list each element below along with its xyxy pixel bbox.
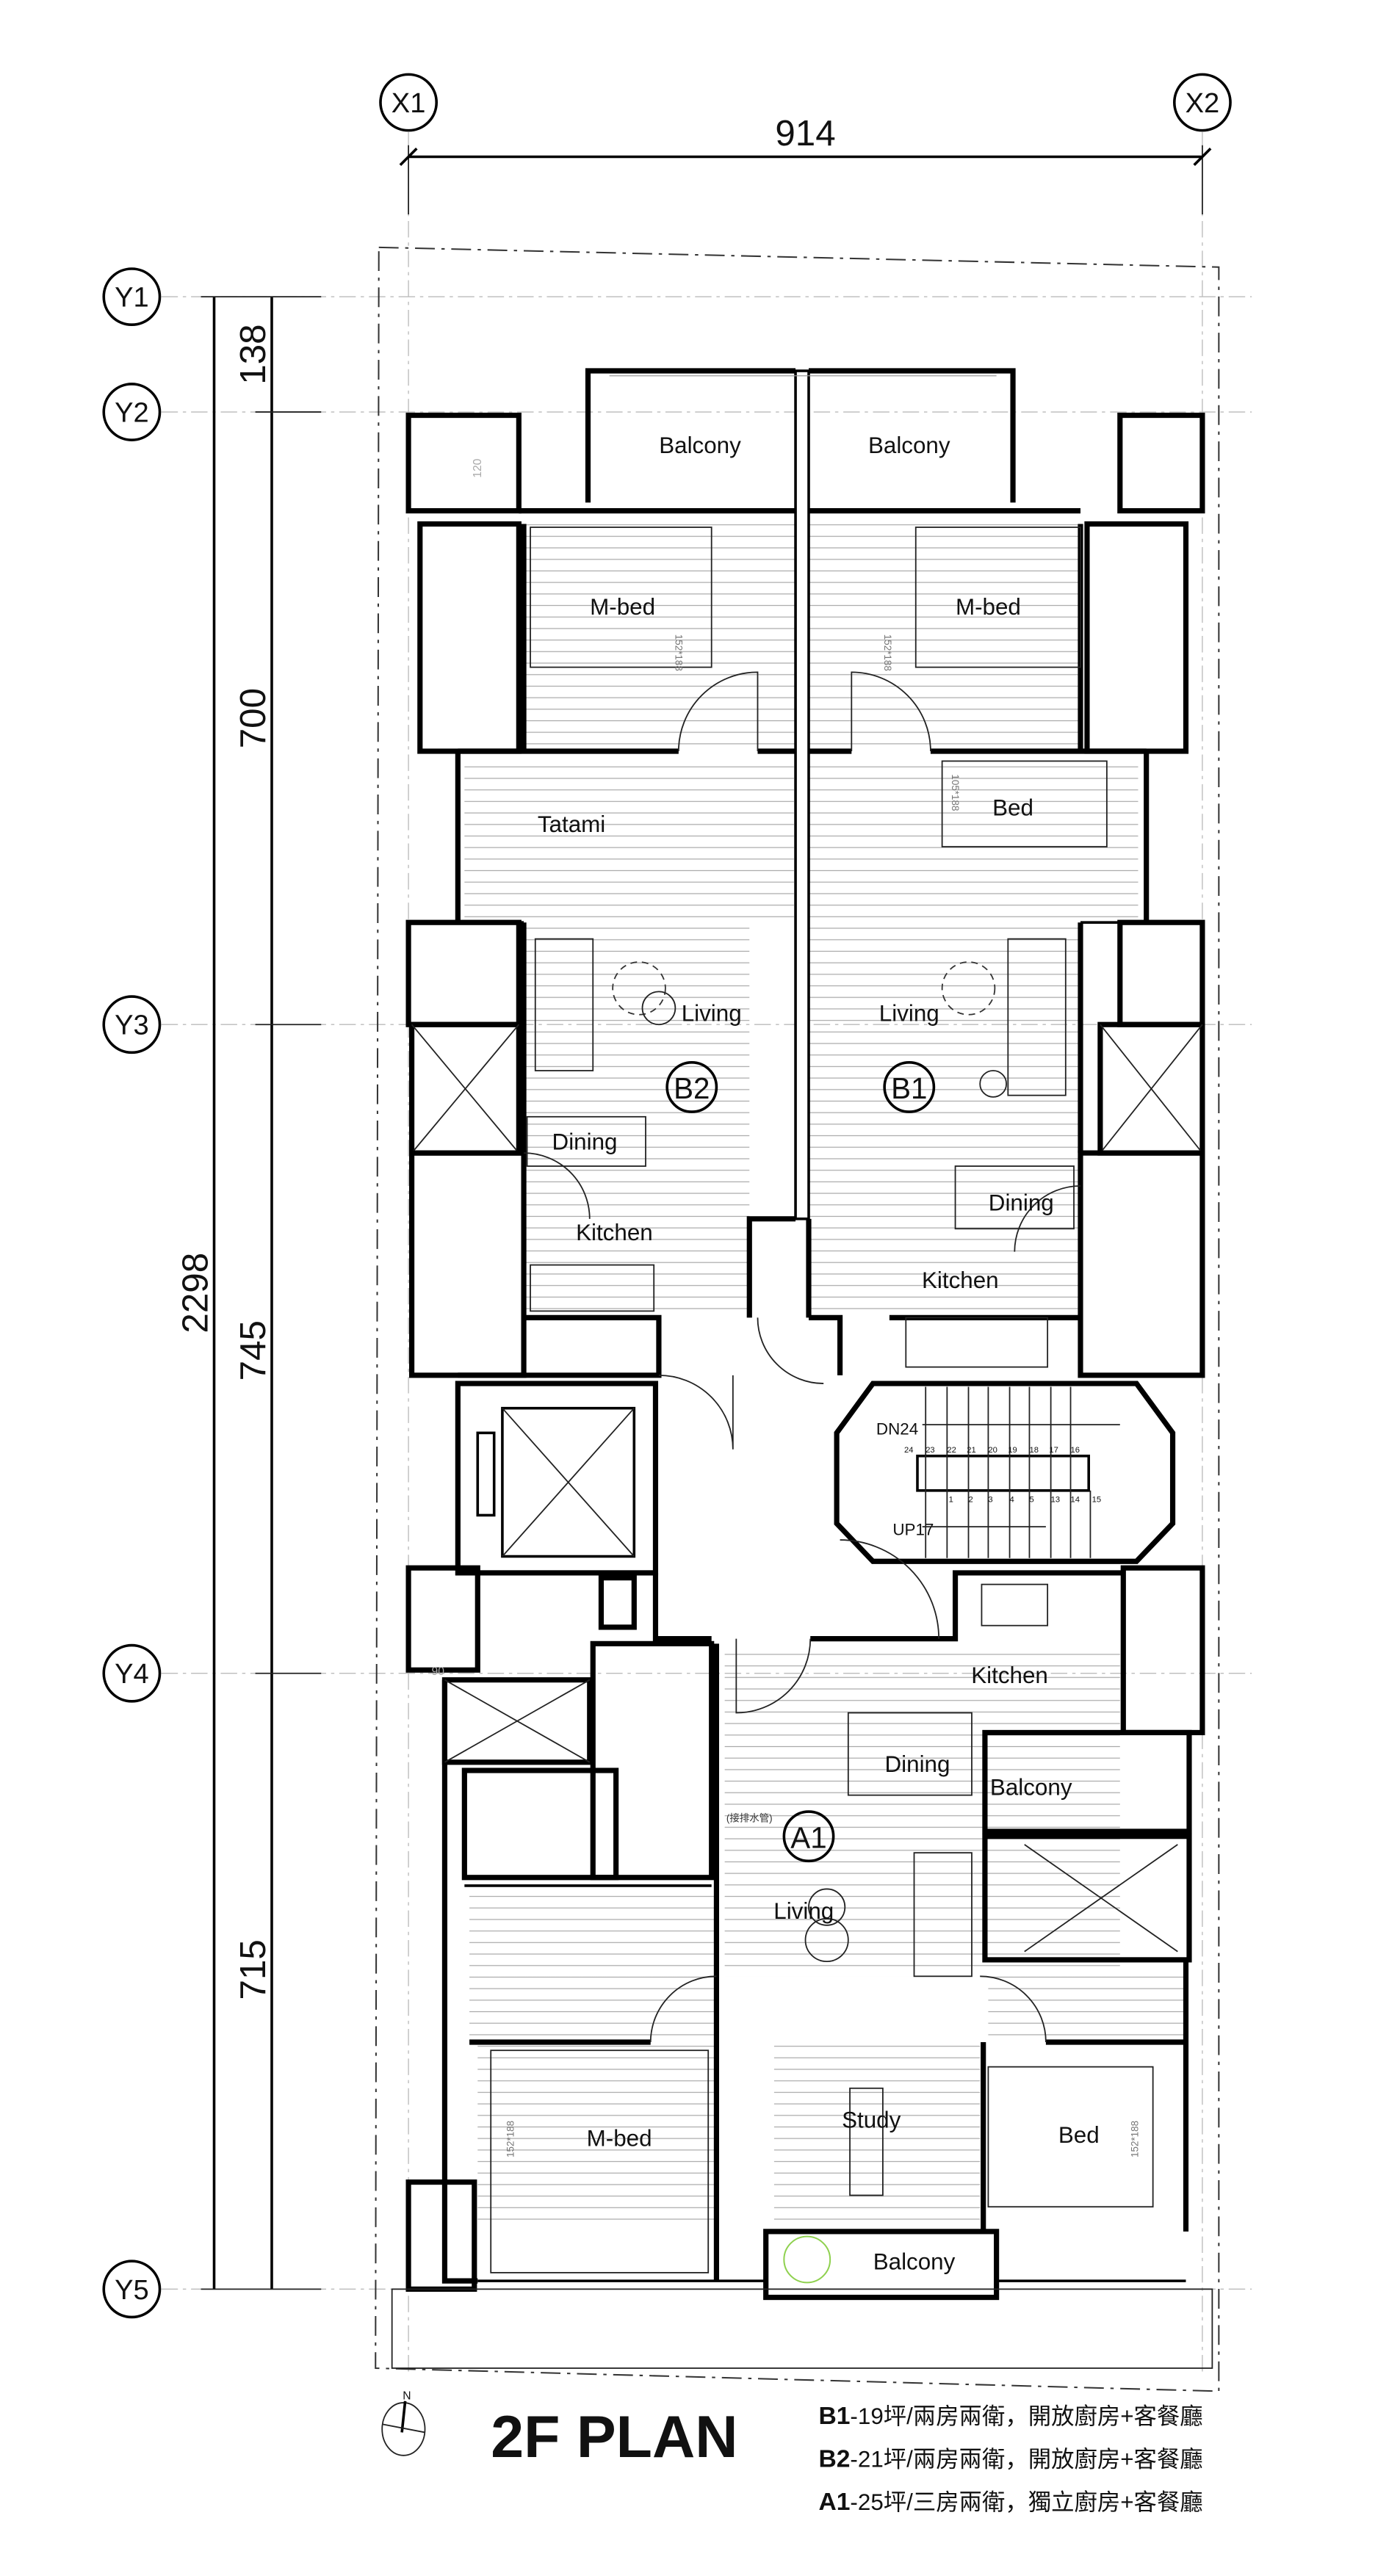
svg-text:22: 22 xyxy=(947,1446,956,1455)
svg-text:1: 1 xyxy=(949,1496,953,1505)
unit-tag-b2: B2 xyxy=(665,1061,718,1113)
dimension-depth: 2298 138 700 745 715 xyxy=(176,296,322,2290)
room-label: M-bed xyxy=(590,594,655,620)
svg-text:X2: X2 xyxy=(1186,87,1220,119)
stair-lower-numbers: 1 2 3 4 5 13 14 15 xyxy=(949,1496,1102,1505)
room-label: Tatami xyxy=(538,811,605,837)
room-label: Dining xyxy=(552,1129,618,1155)
svg-text:152*188: 152*188 xyxy=(882,634,893,671)
grid-bubble-y1: Y1 xyxy=(102,267,162,327)
svg-text:A1: A1 xyxy=(790,1820,826,1854)
north-arrow-icon: N xyxy=(381,2390,426,2456)
svg-text:21: 21 xyxy=(967,1446,975,1455)
room-label: Dining xyxy=(989,1190,1054,1216)
room-label: Living xyxy=(773,1898,834,1924)
stair-labels: DN24 UP17 24 23 22 21 20 19 18 17 16 1 2 3 4 5… xyxy=(876,1420,1120,1538)
site-boundary xyxy=(375,246,1220,2392)
room-label: Balcony xyxy=(868,433,950,458)
svg-text:3: 3 xyxy=(988,1496,992,1505)
svg-text:152*188: 152*188 xyxy=(673,634,684,671)
room-label: Kitchen xyxy=(576,1220,653,1245)
svg-text:24: 24 xyxy=(904,1446,913,1455)
room-label: Bed xyxy=(1058,2122,1100,2148)
room-label: M-bed xyxy=(587,2125,652,2151)
svg-text:Y2: Y2 xyxy=(115,397,149,429)
svg-text:152*188: 152*188 xyxy=(1129,2121,1140,2157)
room-label: M-bed xyxy=(956,594,1021,620)
svg-text:152*188: 152*188 xyxy=(505,2121,516,2157)
bed-size-labels: 152*188 152*188 105*188 152*188 152*188 xyxy=(505,634,1141,2157)
svg-text:B1: B1 xyxy=(891,1071,927,1105)
svg-text:17: 17 xyxy=(1049,1446,1058,1455)
unit-tag-b1: B1 xyxy=(883,1061,936,1113)
svg-text:15: 15 xyxy=(1092,1496,1101,1505)
door-swings xyxy=(524,671,1080,2042)
grid-bubble-y3: Y3 xyxy=(102,995,162,1054)
svg-text:14: 14 xyxy=(1071,1496,1080,1505)
svg-text:715: 715 xyxy=(233,1939,273,2000)
grid-bubble-y2: Y2 xyxy=(102,383,162,441)
grid-bubble-x1: X1 xyxy=(379,73,439,132)
svg-text:X1: X1 xyxy=(392,87,426,119)
svg-text:18: 18 xyxy=(1029,1446,1038,1455)
svg-text:N: N xyxy=(403,2390,411,2403)
stair-down-label: DN24 xyxy=(876,1420,918,1439)
room-label: Balcony xyxy=(990,1775,1072,1801)
grid-bubble-y4: Y4 xyxy=(102,1643,162,1703)
dimension-width: 914 xyxy=(399,113,1212,214)
room-labels: Balcony Balcony M-bed M-bed Tatami Bed L… xyxy=(538,433,1100,2274)
stair-treads xyxy=(925,1386,1092,1558)
svg-text:23: 23 xyxy=(925,1446,934,1455)
svg-text:20: 20 xyxy=(988,1446,997,1455)
svg-text:Y3: Y3 xyxy=(115,1010,149,1041)
svg-text:13: 13 xyxy=(1051,1496,1060,1505)
room-label: Bed xyxy=(992,795,1033,820)
svg-text:5: 5 xyxy=(1029,1496,1033,1505)
stair-upper-numbers: 24 23 22 21 20 19 18 17 16 xyxy=(904,1446,1080,1455)
unit-legend: B1-19坪/兩房兩衛，開放廚房+客餐廳 B2-21坪/兩房兩衛，開放廚房+客餐… xyxy=(818,2403,1202,2516)
legend-item-a1: A1-25坪/三房兩衛，獨立廚房+客餐廳 xyxy=(818,2489,1202,2516)
unit-tag-a1: A1 xyxy=(782,1810,835,1863)
plan-title: 2F PLAN xyxy=(491,2404,737,2470)
ledge-dimension: 120 xyxy=(472,458,484,477)
svg-text:2: 2 xyxy=(969,1496,973,1505)
room-label: Kitchen xyxy=(971,1663,1048,1688)
room-label: Balcony xyxy=(873,2248,956,2274)
legend-item-b2: B2-21坪/兩房兩衛，開放廚房+客餐廳 xyxy=(818,2446,1202,2473)
room-label: Kitchen xyxy=(922,1267,999,1293)
legend-item-b1: B1-19坪/兩房兩衛，開放廚房+客餐廳 xyxy=(818,2403,1202,2430)
drain-pipe-note: (接排水管) xyxy=(726,1812,773,1824)
furniture xyxy=(490,527,1154,2284)
svg-text:Y5: Y5 xyxy=(115,2274,149,2306)
grid-bubble-y5: Y5 xyxy=(102,2260,162,2319)
svg-text:4: 4 xyxy=(1010,1496,1014,1505)
room-label: Balcony xyxy=(659,433,741,458)
svg-text:914: 914 xyxy=(775,113,835,153)
stair-up-label: UP17 xyxy=(892,1520,934,1538)
ledge-dimension: 90 xyxy=(431,1665,444,1678)
room-label: Study xyxy=(842,2108,901,2133)
svg-text:745: 745 xyxy=(233,1320,273,1381)
svg-text:Y4: Y4 xyxy=(115,1658,149,1690)
room-label: Living xyxy=(879,1001,939,1027)
tree-icon xyxy=(783,2235,831,2284)
svg-text:138: 138 xyxy=(233,324,273,384)
svg-text:105*188: 105*188 xyxy=(950,774,961,811)
floor-finish xyxy=(464,524,1186,2224)
room-label: Dining xyxy=(885,1751,950,1777)
svg-text:2298: 2298 xyxy=(176,1253,216,1334)
svg-text:700: 700 xyxy=(233,688,273,748)
walls xyxy=(391,368,1213,2369)
svg-text:19: 19 xyxy=(1008,1446,1017,1455)
room-label: Living xyxy=(682,1001,742,1027)
svg-text:Y1: Y1 xyxy=(115,282,149,314)
svg-text:B2: B2 xyxy=(674,1071,710,1105)
grid-bubble-x2: X2 xyxy=(1173,73,1232,132)
svg-text:16: 16 xyxy=(1071,1446,1080,1455)
